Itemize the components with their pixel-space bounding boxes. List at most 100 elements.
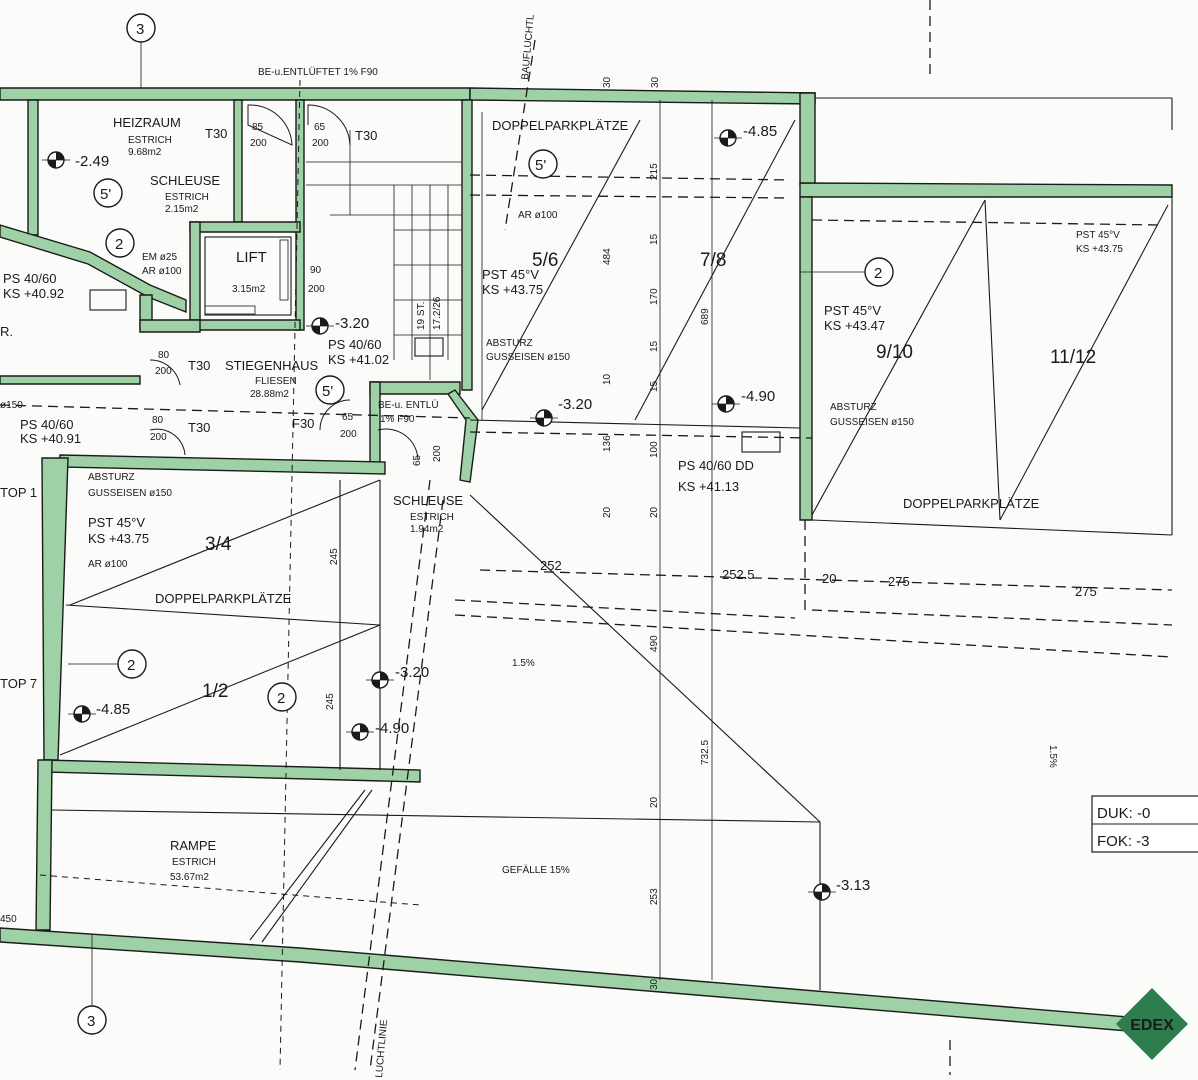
- top1-label: TOP 1: [0, 485, 37, 500]
- level-legend: DUK: -0 FOK: -3: [1091, 795, 1198, 853]
- ps-box-dd: [741, 431, 781, 453]
- svg-text:T30: T30: [188, 358, 210, 373]
- svg-text:200: 200: [312, 138, 329, 149]
- svg-text:732.5: 732.5: [700, 740, 711, 765]
- marker-label: 2: [277, 690, 285, 707]
- svg-text:20: 20: [649, 506, 660, 518]
- schleuse-top-area: 2.15m2: [165, 204, 199, 215]
- parking-label-right: DOPPELPARKPLÄTZE: [903, 496, 1040, 511]
- room-r-label: R.: [0, 324, 13, 339]
- ar-note-lower: AR ø100: [88, 559, 128, 570]
- ventilation-note-mid-2: 1% F90: [380, 414, 415, 425]
- lift-shaft: [204, 236, 292, 316]
- rampe-area: 53.67m2: [170, 872, 209, 883]
- svg-text:15: 15: [649, 340, 660, 352]
- parking-labels: DOPPELPARKPLÄTZE DOPPELPARKPLÄTZE DOPPEL…: [155, 118, 1096, 702]
- fok-label: FOK: -3: [1097, 833, 1150, 850]
- svg-text:275: 275: [888, 574, 910, 589]
- parking-space-9-10: 9/10: [876, 342, 913, 363]
- svg-text:253: 253: [649, 888, 660, 905]
- lift-name: LIFT: [236, 249, 267, 266]
- svg-text:80: 80: [158, 350, 170, 361]
- heizraum-area: 9.68m2: [128, 147, 162, 158]
- svg-text:200: 200: [250, 138, 267, 149]
- level-value: -3.20: [558, 396, 592, 413]
- dimensions: 30 30 215 15 170 15 15 484 10 136 20 100…: [325, 76, 1097, 990]
- baufluchtlinie-bottom: LUCHTLINIE: [374, 1019, 390, 1078]
- marker-label: 2: [127, 657, 135, 674]
- stair-ratio: 17.2/26: [432, 296, 443, 330]
- schleuse-top-name: SCHLEUSE: [150, 173, 220, 188]
- svg-text:15: 15: [649, 380, 660, 392]
- rampe-name: RAMPE: [170, 838, 217, 853]
- schleuse-bottom-floor: ESTRICH: [410, 512, 454, 523]
- parking-label-upper: DOPPELPARKPLÄTZE: [492, 118, 629, 133]
- svg-text:15: 15: [649, 233, 660, 245]
- parking-space-7-8: 7/8: [700, 250, 726, 271]
- pst-far: PST 45°V: [1076, 230, 1120, 241]
- svg-text:80: 80: [152, 415, 164, 426]
- svg-text:100: 100: [649, 441, 660, 458]
- ks-left-1: KS +40.92: [3, 286, 64, 301]
- ks-left-2: KS +40.91: [20, 431, 81, 446]
- svg-text:215: 215: [649, 163, 660, 180]
- heizraum-floor: ESTRICH: [128, 135, 172, 146]
- level-value: -4.85: [96, 701, 130, 718]
- ps-stair: PS 40/60: [328, 337, 382, 352]
- pst-lower: PST 45°V: [88, 515, 145, 530]
- level-markers: -2.49 -3.20 -4.85 -4.90 -3.20 -4.90 -3.2…: [42, 123, 870, 901]
- svg-text:65: 65: [314, 122, 326, 133]
- walls: [0, 87, 1173, 1033]
- parking-space-1-2: 1/2: [202, 681, 228, 702]
- marker-label: 2: [115, 236, 123, 253]
- svg-text:252.5: 252.5: [722, 567, 755, 582]
- parking-space-3-4: 3/4: [205, 534, 232, 555]
- doors: [149, 104, 419, 461]
- schleuse-bottom-name: SCHLEUSE: [393, 493, 463, 508]
- svg-text:T30: T30: [188, 420, 210, 435]
- parking-space-5-6: 5/6: [532, 250, 558, 271]
- logo-text: EDEX: [1130, 1017, 1174, 1034]
- svg-text:484: 484: [602, 248, 613, 265]
- lift-area: 3.15m2: [232, 284, 266, 295]
- svg-text:T30: T30: [205, 126, 227, 141]
- svg-text:65: 65: [342, 412, 354, 423]
- section-markers: 3 5' 5' 2 5' 2 2 2 3: [68, 13, 894, 1035]
- svg-text:245: 245: [325, 693, 336, 710]
- svg-text:170: 170: [649, 288, 660, 305]
- svg-text:200: 200: [150, 432, 167, 443]
- stiegenhaus-area: 28.88m2: [250, 389, 289, 400]
- duk-label: DUK: -0: [1097, 805, 1150, 822]
- marker-label: 2: [874, 265, 882, 282]
- stiegenhaus-name: STIEGENHAUS: [225, 358, 319, 373]
- svg-text:136: 136: [602, 435, 613, 452]
- pst-right: PST 45°V: [824, 303, 881, 318]
- level-value: -3.13: [836, 877, 870, 894]
- absturz-lower-2: GUSSEISEN ø150: [88, 488, 172, 499]
- svg-text:20: 20: [649, 796, 660, 808]
- marker-label: 5': [322, 383, 333, 400]
- dim-450: 450: [0, 914, 17, 925]
- ks-pst-mid: KS +43.75: [482, 282, 543, 297]
- stair-steps: 19 ST.: [416, 302, 427, 330]
- heizraum-name: HEIZRAUM: [113, 115, 181, 130]
- absturz-right-1: ABSTURZ: [830, 402, 877, 413]
- svg-text:275: 275: [1075, 584, 1097, 599]
- slope-note-2: 1.5%: [1047, 745, 1058, 768]
- ps-left-1: PS 40/60: [3, 271, 57, 286]
- svg-text:30: 30: [650, 76, 661, 88]
- gefaelle-note: GEFÄLLE 15%: [502, 864, 570, 876]
- structure-lines: [0, 0, 1173, 1075]
- svg-text:200: 200: [308, 284, 325, 295]
- svg-text:90: 90: [310, 265, 322, 276]
- ks-stair: KS +41.02: [328, 352, 389, 367]
- level-value: -4.90: [375, 720, 409, 737]
- ar-note-mid: AR ø100: [518, 210, 558, 221]
- ks-pst-right: KS +43.47: [824, 318, 885, 333]
- svg-text:20: 20: [602, 506, 613, 518]
- marker-label: 5': [535, 157, 546, 174]
- svg-text:65: 65: [412, 454, 423, 466]
- ps-left-2: PS 40/60: [20, 417, 74, 432]
- svg-text:T30: T30: [355, 128, 377, 143]
